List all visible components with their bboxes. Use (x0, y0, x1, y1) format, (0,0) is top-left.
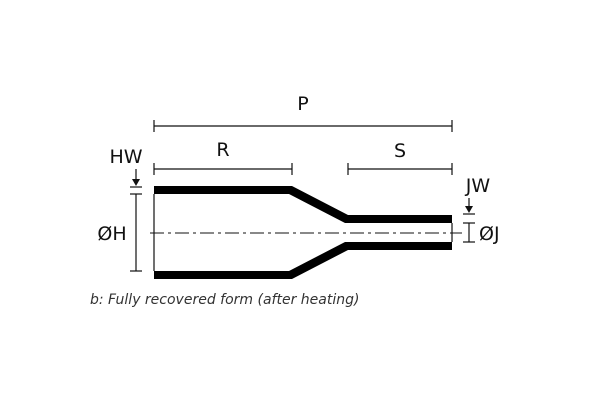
label-dia-j: ØJ (479, 223, 500, 245)
dimension-hw: HW (109, 146, 143, 188)
dimension-dia-j: ØJ (463, 222, 500, 245)
label-dia-h: ØH (97, 223, 126, 245)
tube-wall-bottom (154, 242, 452, 279)
label-p: P (297, 93, 308, 115)
tube-wall-top (154, 186, 452, 223)
dimension-p: P (153, 93, 453, 132)
label-r: R (216, 139, 229, 161)
arrow-jw-head (465, 206, 473, 213)
label-s: S (394, 140, 406, 162)
label-hw: HW (109, 146, 142, 168)
dimension-jw: JW (463, 175, 491, 215)
dimension-dia-h: ØH (97, 193, 142, 272)
dimension-s: S (347, 140, 453, 175)
dimension-r: R (153, 139, 293, 175)
arrow-hw-head (132, 179, 140, 186)
diagram-caption: b: Fully recovered form (after heating) (90, 292, 359, 308)
label-jw: JW (465, 175, 491, 197)
